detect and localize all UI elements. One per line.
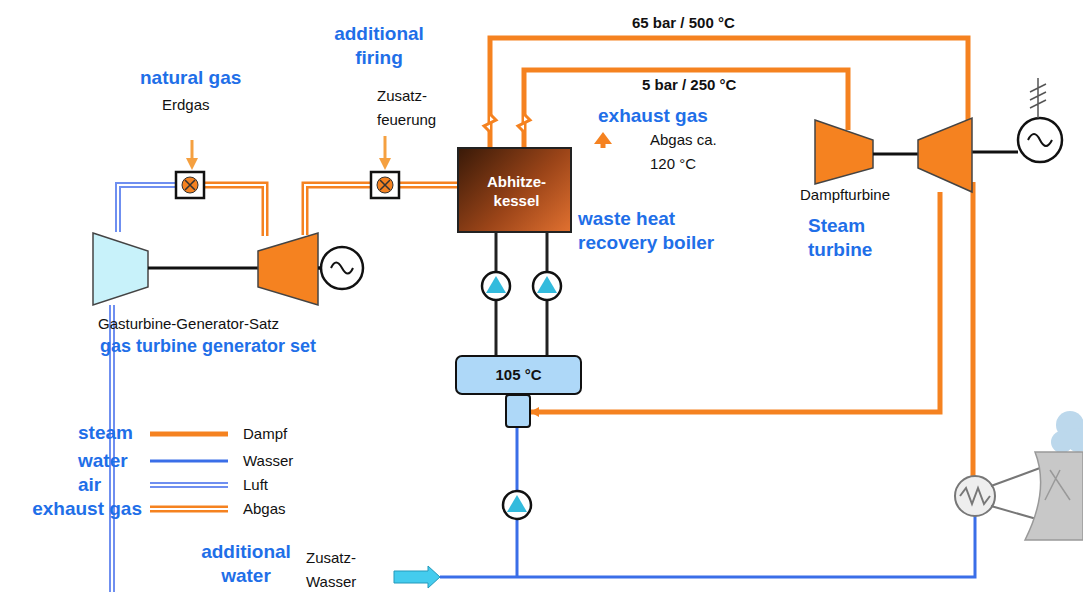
turbine-caption: Steam turbine: [808, 214, 898, 262]
label: exhaust gas: [32, 497, 142, 521]
legend-text: Abgas: [243, 500, 286, 519]
shaft: [318, 267, 320, 270]
generator: [321, 247, 363, 289]
label: exhaust gas: [598, 104, 708, 128]
pump: [503, 491, 531, 519]
label: Abgas ca. 120 °C: [650, 128, 730, 176]
boiler-caption: waste heat recovery boiler: [578, 207, 738, 255]
steam-line: [971, 182, 976, 476]
fuel-gas-line: [203, 185, 265, 236]
label: additional firing: [318, 22, 440, 70]
tank-dome: [506, 395, 530, 427]
water-inlet-arrow: [394, 566, 440, 588]
steam-turbine: DampfturbineSteam turbine: [800, 112, 980, 272]
pump: [533, 272, 561, 300]
tank-body: [456, 356, 581, 394]
water-line: [440, 428, 975, 577]
pump: [482, 272, 510, 300]
legend-samples: [150, 434, 228, 509]
gas-turbine-outline: [88, 225, 388, 311]
steam-zigzag: [518, 114, 530, 132]
feedwater-tank: 105 °C: [455, 355, 582, 428]
gas-valve: [176, 140, 204, 198]
condenser: [955, 468, 1040, 520]
tank-temperature: 105 °C: [455, 355, 582, 395]
connector-path: [531, 192, 940, 412]
cooling-tower: [1025, 411, 1083, 540]
generator: [972, 78, 1062, 162]
label: Zusatz- Wasser: [306, 546, 376, 594]
shaft: [873, 153, 918, 156]
turbine-stage: [815, 120, 873, 184]
edge-label: 65 bar / 500 °C: [630, 14, 737, 33]
label: steam: [78, 421, 133, 445]
legend-text: Luft: [243, 476, 268, 495]
turbine-name: Dampfturbine: [800, 186, 890, 205]
connector-path: [490, 38, 968, 147]
label: water: [78, 449, 128, 473]
label: Zusatz- feuerung: [377, 84, 457, 132]
boiler-box: Abhitze- kesselwaste heat recovery boile…: [457, 147, 572, 233]
boiler-name: Abhitze- kessel: [459, 149, 574, 235]
label: natural gas: [140, 66, 241, 90]
firing-valve: [371, 136, 399, 198]
gas-turbine-name: Gasturbine-Generator-Satz: [98, 315, 279, 334]
gas-turbine-set: Gasturbine-Generator-Satzgas turbine gen…: [88, 225, 388, 365]
legend-text: Dampf: [243, 425, 287, 444]
label: Erdgas: [162, 96, 210, 115]
label: air: [78, 473, 101, 497]
steam-line: [531, 192, 940, 412]
label: additional water: [188, 540, 304, 588]
steam-line: [490, 38, 968, 147]
edge-label: 5 bar / 250 °C: [640, 76, 738, 95]
gas-turbine: [258, 233, 318, 305]
steam-zigzag: [484, 114, 496, 132]
exhaust-arrow: [594, 132, 612, 148]
compressor: [93, 233, 148, 305]
generator-sine: [331, 263, 353, 274]
gas-turbine-caption: gas turbine generator set: [100, 335, 316, 358]
turbine-stage: [918, 118, 972, 192]
legend-text: Wasser: [243, 452, 293, 471]
